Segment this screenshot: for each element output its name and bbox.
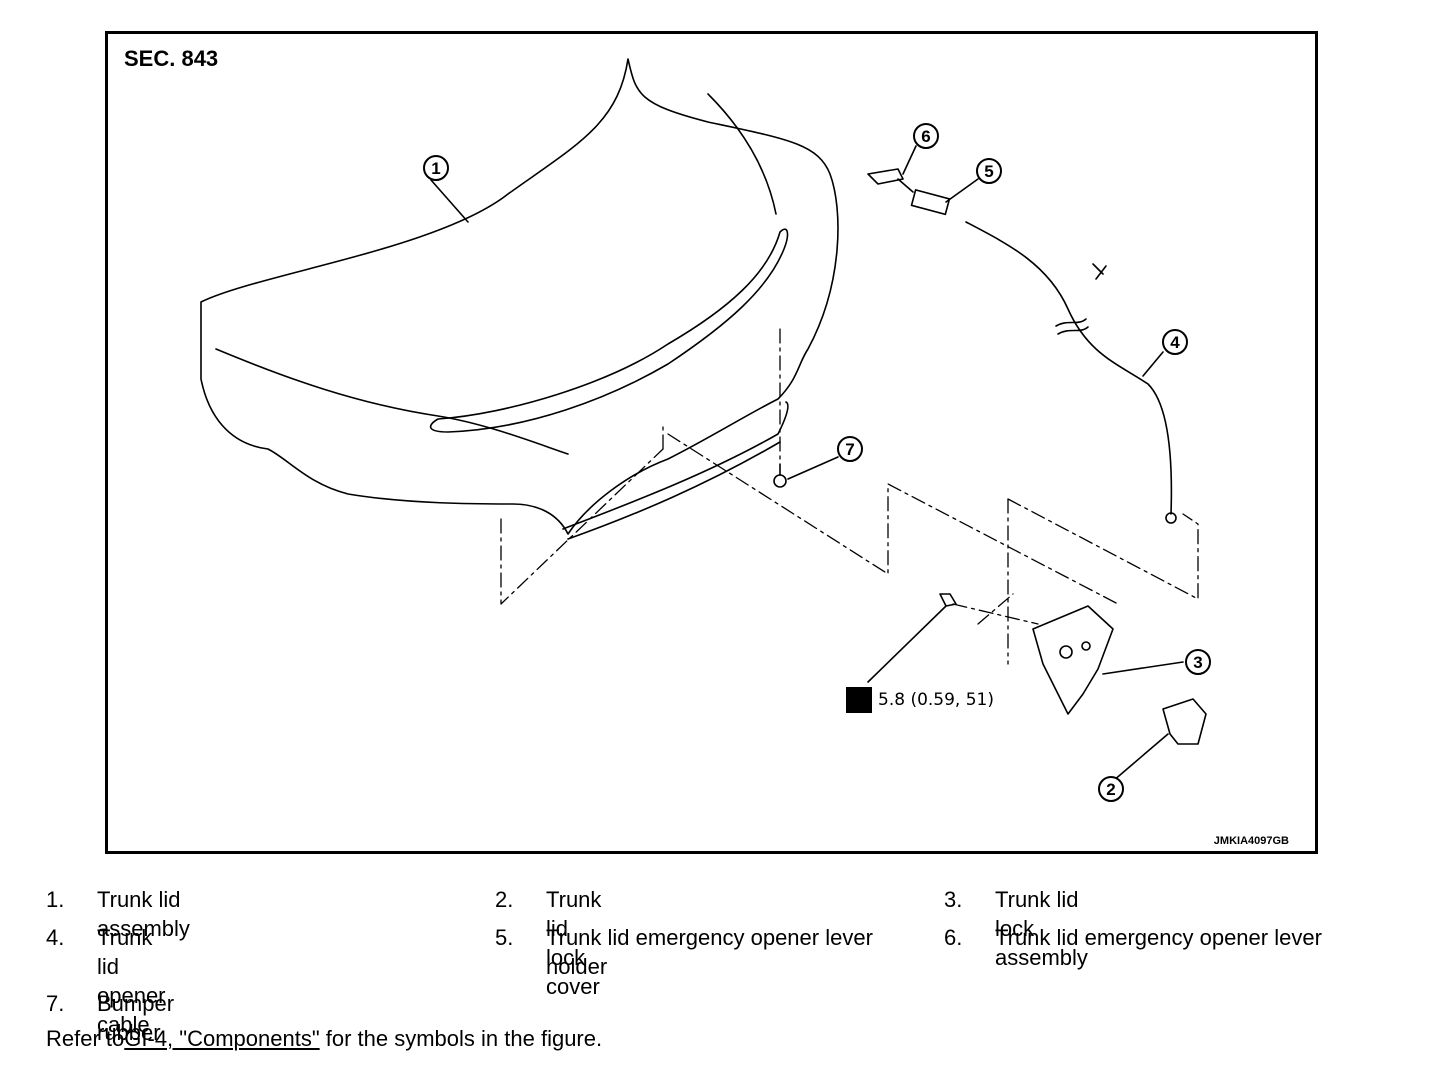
svg-text:7: 7	[845, 440, 854, 459]
callout-4: 4	[1162, 329, 1188, 355]
legend-text: Trunk lid lock cover	[546, 887, 602, 999]
svg-text:5: 5	[984, 162, 993, 181]
legend-number: 5.	[495, 925, 514, 950]
emergency-lever-shape	[867, 168, 904, 185]
svg-text:6: 6	[921, 127, 930, 146]
legend-text: Trunk lid lock assembly	[995, 887, 1088, 970]
torque-value: 5.8 (0.59, 51)	[878, 690, 994, 710]
legend-text: Trunk lid opener cable	[97, 925, 166, 1037]
legend-text: Trunk lid emergency opener lever holder	[546, 925, 873, 979]
lid-lower-edge	[562, 401, 789, 530]
trunk-lid-outline	[200, 58, 839, 535]
figure-code: JMKIA4097GB	[1213, 835, 1289, 847]
bolt-shape	[939, 593, 957, 607]
lock-cover-shape	[1162, 698, 1207, 745]
section-label: SEC. 843	[124, 46, 219, 71]
svg-text:1: 1	[431, 159, 440, 178]
lock-assembly-shape	[1032, 605, 1114, 715]
legend-number: 2.	[495, 887, 514, 912]
callout-3: 3	[1185, 649, 1211, 675]
callout-1: 1	[423, 155, 449, 181]
legend-number: 3.	[944, 887, 963, 912]
legend-number: 4.	[46, 925, 65, 950]
legend-number: 6.	[944, 925, 963, 950]
torque-wrench-icon	[846, 687, 872, 713]
callout-2: 2	[1098, 776, 1124, 802]
diagram-frame: 1 6 5 4 7 3 2	[105, 31, 1318, 854]
reference-suffix: for the symbols in the figure.	[319, 1026, 603, 1051]
callouts: 1 6 5 4 7 3 2	[423, 123, 1211, 802]
legend-text: Trunk lid emergency opener lever	[995, 925, 1322, 950]
svg-text:3: 3	[1193, 653, 1202, 672]
lever-holder-shape	[910, 189, 951, 216]
svg-text:4: 4	[1170, 333, 1180, 352]
callout-6: 6	[913, 123, 939, 149]
svg-text:2: 2	[1106, 780, 1115, 799]
reference-note: Refer toGI-4, "Components" for the symbo…	[46, 1026, 602, 1052]
callout-5: 5	[976, 158, 1002, 184]
lid-garnish-strip	[429, 228, 789, 433]
legend-text: Bumper rubber	[97, 991, 175, 1045]
legend-number: 1.	[46, 887, 65, 912]
components-link[interactable]: GI-4, "Components"	[124, 1026, 320, 1051]
legend-text: Trunk lid assembly	[97, 887, 190, 941]
legend-number: 7.	[46, 991, 65, 1016]
opener-cable	[965, 221, 1173, 515]
lid-top-crease	[707, 93, 777, 215]
callout-7: 7	[837, 436, 863, 462]
lid-crease-line	[215, 348, 569, 455]
exploded-view-diagram: 1 6 5 4 7 3 2	[200, 58, 1211, 802]
reference-prefix: Refer to	[46, 1026, 125, 1051]
